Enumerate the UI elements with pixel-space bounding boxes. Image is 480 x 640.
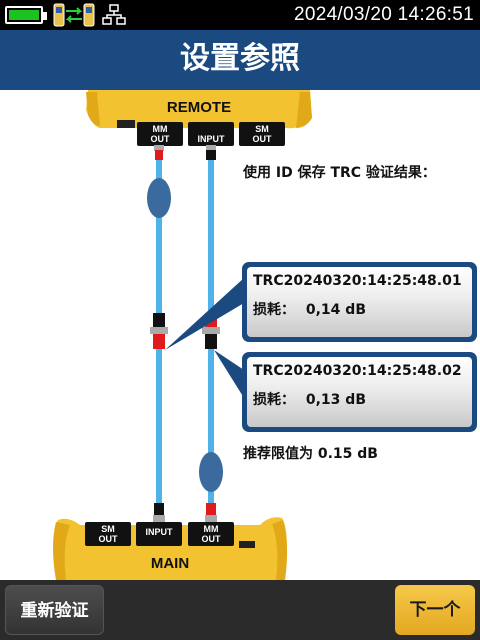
remote-port-input: INPUT [198, 134, 226, 144]
bottom-bar: 重新验证 下一个 [0, 580, 480, 640]
network-icon [102, 4, 126, 25]
result-id: TRC20240320:14:25:48.01 [253, 273, 462, 289]
next-button[interactable]: 下一个 [395, 585, 475, 635]
remote-device: REMOTE MM OUT INPUT SM OUT [86, 90, 312, 146]
loss-value: 0,14 dB [305, 302, 366, 318]
loss-row: 损耗： 0,13 dB [253, 389, 472, 409]
main-port-sm-out-1: SM [101, 524, 115, 534]
connection-diagram: REMOTE MM OUT INPUT SM OUT SM OUT INPUT … [53, 90, 312, 580]
remote-label: REMOTE [167, 99, 231, 116]
device-link-icon [53, 3, 95, 27]
loss-label: 损耗： [253, 302, 295, 318]
result-box-2: TRC20240320:14:25:48.02 损耗： 0,13 dB [242, 352, 477, 432]
main-device: SM OUT INPUT MM OUT MAIN [53, 517, 288, 580]
remote-port-mm-out-2: OUT [151, 134, 171, 144]
page-title: 设置参照 [0, 30, 480, 90]
loss-label: 损耗： [253, 392, 295, 408]
instruction-text: 使用 ID 保存 TRC 验证结果： [243, 165, 436, 181]
loss-value: 0,13 dB [305, 392, 366, 408]
result-box-1: TRC20240320:14:25:48.01 损耗： 0,14 dB [242, 262, 477, 342]
main-port-mm-out-1: MM [204, 524, 219, 534]
main-port-sm-out-2: OUT [99, 534, 119, 544]
remote-port-sm-out-2: OUT [253, 134, 273, 144]
callout-pointer-1 [165, 278, 244, 350]
status-bar: 2024/03/20 14:26:51 [0, 0, 480, 30]
fiber-spool-right [199, 452, 223, 492]
retest-button[interactable]: 重新验证 [5, 585, 104, 635]
adapter-left [150, 313, 168, 349]
result-id: TRC20240320:14:25:48.02 [253, 363, 462, 379]
remote-port-mm-out-1: MM [153, 124, 168, 134]
main-connectors [153, 503, 217, 522]
battery-full-icon [5, 6, 47, 24]
remote-connectors [154, 145, 216, 160]
fiber-spool-left [147, 178, 171, 218]
recommended-limit-text: 推荐限值为 0.15 dB [243, 446, 378, 462]
datetime: 2024/03/20 14:26:51 [293, 4, 474, 25]
main-port-input: INPUT [146, 527, 174, 537]
main-label: MAIN [151, 555, 189, 572]
main-port-mm-out-2: OUT [202, 534, 222, 544]
callout-pointer-2 [214, 350, 244, 398]
remote-port-sm-out-1: SM [255, 124, 269, 134]
loss-row: 损耗： 0,14 dB [253, 299, 472, 319]
